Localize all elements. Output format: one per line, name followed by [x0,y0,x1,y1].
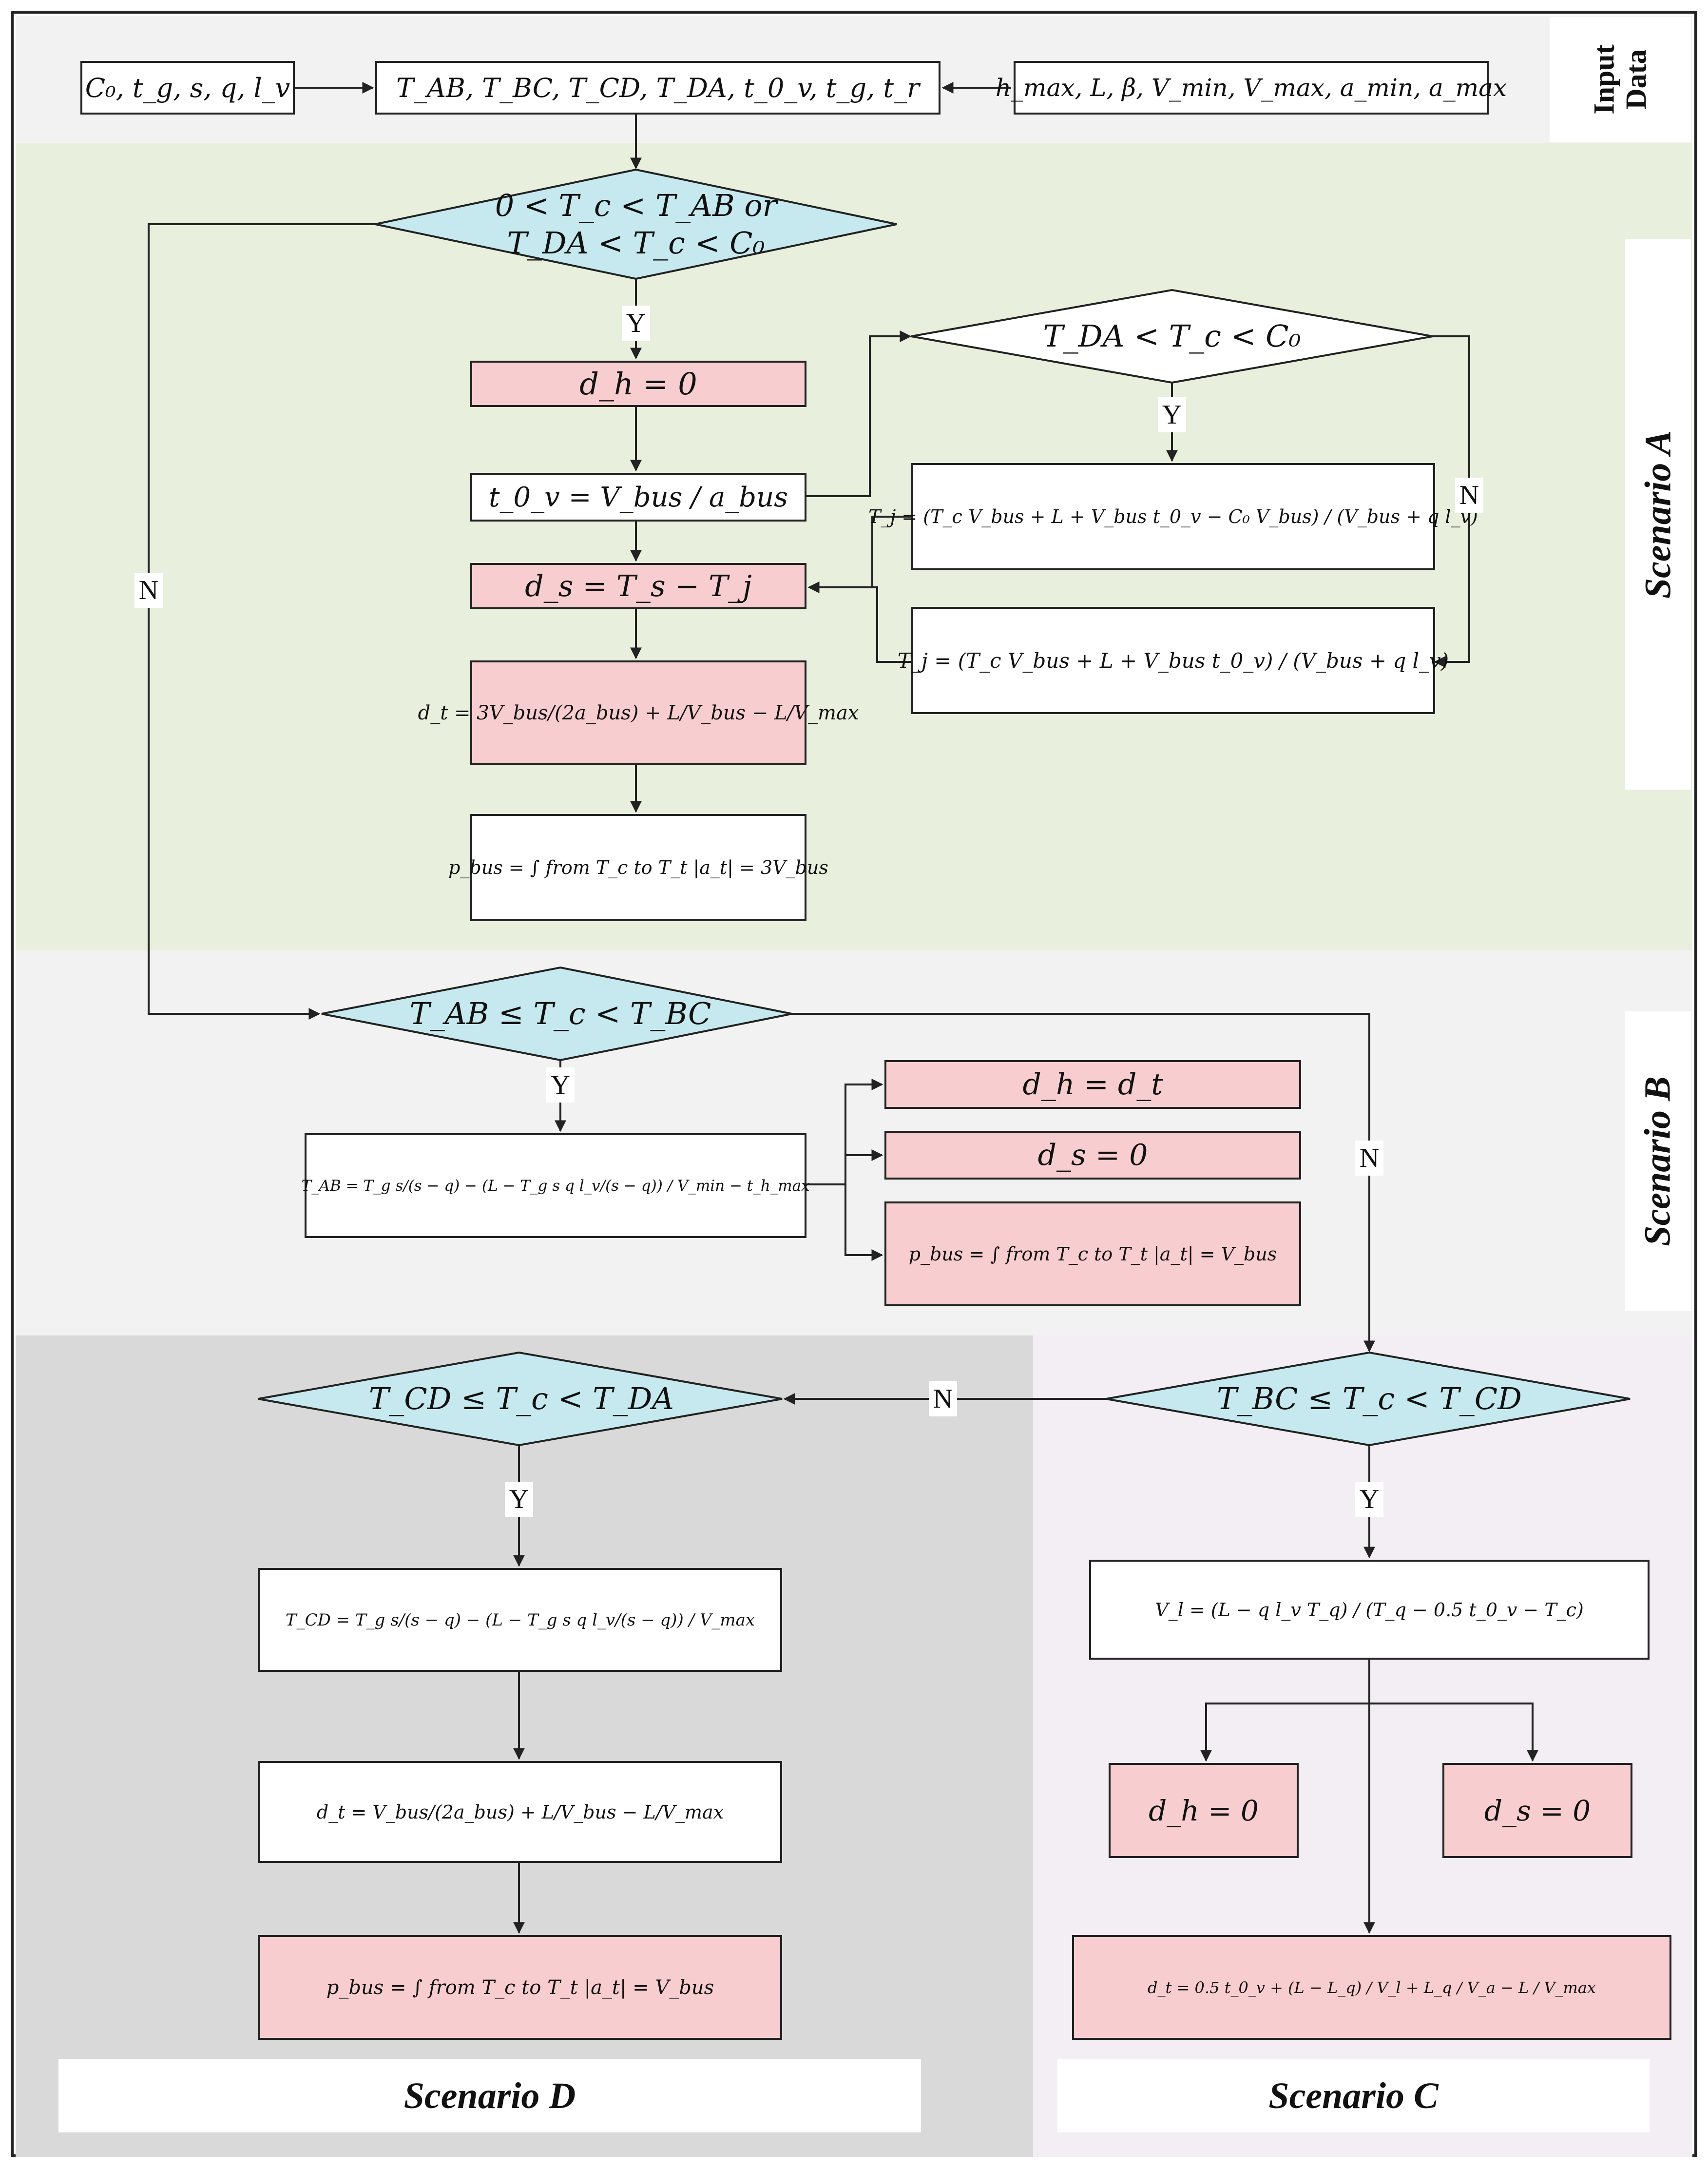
edge-label-text: N [933,1384,953,1414]
scenario-c-dt-text: d_t = 0.5 t_0_v + (L − L_q) / V_l + L_q … [1148,1978,1596,1997]
scenario-a-dt-box: d_t = 3V_bus/(2a_bus) + L/V_bus − L/V_ma… [418,660,859,765]
scenario-a-pbus-box: p_bus = ∫ from T_c to T_t |a_t| = 3V_bus [448,814,828,921]
edge-label-text: Y [1162,400,1182,430]
decision-a-sub-label: T_DA < T_c < C₀ [1043,318,1301,354]
input-box-center: T_AB, T_BC, T_CD, T_DA, t_0_v, t_g, t_r [375,61,940,115]
scenario-b-title-text: Scenario B [1637,1076,1679,1246]
scenario-d-dt-box: d_t = V_bus/(2a_bus) + L/V_bus − L/V_max [258,1761,782,1863]
scenario-a-ds-text: d_s = T_s − T_j [525,569,752,603]
scenario-b-tab-box: T_AB = T_g s/(s − q) − (L − T_g s q l_v/… [301,1133,810,1238]
edge-label-y-a-sub: Y [1158,397,1186,432]
scenario-d-dt-text: d_t = V_bus/(2a_bus) + L/V_bus − L/V_max [316,1801,724,1823]
scenario-b-dh-text: d_h = d_t [1022,1067,1163,1102]
scenario-b-pbus-text: p_bus = ∫ from T_c to T_t |a_t| = V_bus [908,1243,1277,1265]
edge-label-text: N [1459,480,1479,510]
input-data-title-line-2: Data [1620,49,1652,110]
scenario-a-tj-yes-box: T_j = (T_c V_bus + L + V_bus t_0_v − C₀ … [868,463,1478,570]
edge-label-text: Y [550,1070,571,1100]
decision-b-label: T_AB ≤ T_c < T_BC [409,996,711,1032]
scenario-b-tab-text: T_AB = T_g s/(s − q) − (L − T_g s q l_v/… [301,1177,810,1195]
edge-label-n-c: N [929,1381,957,1416]
decision-scenario-d [258,1351,783,1447]
scenario-a-dh-text: d_h = 0 [579,366,697,402]
edge-label-text: Y [1359,1484,1380,1514]
decision-scenario-c [1106,1351,1631,1447]
scenario-a-tj-no-text: T_j = (T_c V_bus + L + V_bus t_0_v) / (V… [897,648,1449,673]
scenario-b-title: Scenario B [1625,1011,1691,1311]
input-data-title-line-1: Input [1588,44,1620,115]
scenario-a-dh-box: d_h = 0 [470,361,806,407]
edge-label-text: N [1359,1143,1380,1173]
scenario-c-dh-box: d_h = 0 [1109,1763,1299,1858]
input-box-right: h_max, L, β, V_min, V_max, a_min, a_max [996,61,1507,115]
decision-c-label: T_BC ≤ T_c < T_CD [1217,1381,1522,1417]
input-box-left: C₀, t_g, s, q, l_v [80,61,295,115]
edge-label-y-b: Y [546,1067,575,1103]
decision-d-label: T_CD ≤ T_c < T_DA [368,1381,674,1417]
scenario-c-vl-box: V_l = (L − q l_v T_q) / (T_q − 0.5 t_0_v… [1089,1560,1650,1660]
decision-a-line-2: T_DA < T_c < C₀ [507,225,765,261]
edge-label-y-d: Y [505,1482,533,1517]
scenario-c-title-text: Scenario C [1268,2075,1439,2116]
scenario-c-dh-text: d_h = 0 [1149,1794,1259,1827]
decision-scenario-d-text: T_CD ≤ T_c < T_DA [341,1372,702,1426]
edge-label-text: Y [626,308,646,338]
scenario-c-dt-box: d_t = 0.5 t_0_v + (L − L_q) / V_l + L_q … [1072,1935,1671,2040]
scenario-a-tj-no-box: T_j = (T_c V_bus + L + V_bus t_0_v) / (V… [898,607,1449,714]
scenario-b-pbus-box: p_bus = ∫ from T_c to T_t |a_t| = V_bus [884,1201,1301,1306]
edge-label-n-b: N [1355,1141,1383,1176]
scenario-a-tj-yes-text: T_j = (T_c V_bus + L + V_bus t_0_v − C₀ … [868,506,1478,527]
input-left-text: C₀, t_g, s, q, l_v [85,72,290,103]
scenario-c-vl-text: V_l = (L − q l_v T_q) / (T_q − 0.5 t_0_v… [1155,1599,1584,1621]
edge-label-text: N [138,575,159,605]
scenario-b-ds-text: d_s = 0 [1037,1138,1148,1172]
decision-scenario-a-sub-text: T_DA < T_c < C₀ [989,307,1355,366]
decision-a-line-1: 0 < T_c < T_AB or [495,187,777,223]
edge-label-y-a-main: Y [622,306,650,341]
scenario-a-pbus-text: p_bus = ∫ from T_c to T_t |a_t| = 3V_bus [448,857,828,878]
scenario-c-ds-text: d_s = 0 [1484,1794,1591,1827]
scenario-d-pbus-text: p_bus = ∫ from T_c to T_t |a_t| = V_bus [326,1976,714,1999]
scenario-b-dh-box: d_h = d_t [884,1060,1301,1109]
scenario-a-dt-text: d_t = 3V_bus/(2a_bus) + L/V_bus − L/V_ma… [418,701,859,724]
scenario-a-title-text: Scenario A [1637,430,1678,599]
scenario-d-title: Scenario D [58,2059,921,2132]
scenario-a-ds-box: d_s = T_s − T_j [470,563,806,609]
decision-scenario-b-text: T_AB ≤ T_c < T_BC [390,987,731,1041]
input-data-title: Input Data [1550,17,1691,142]
edge-label-n-a-main: N [134,573,163,608]
decision-scenario-a-main-text: 0 < T_c < T_AB or T_DA < T_c < C₀ [434,185,838,263]
scenario-c-ds-box: d_s = 0 [1442,1763,1632,1858]
scenario-d-pbus-box: p_bus = ∫ from T_c to T_t |a_t| = V_bus [258,1935,782,2040]
input-right-text: h_max, L, β, V_min, V_max, a_min, a_max [995,74,1507,102]
scenario-a-t0v-text: t_0_v = V_bus / a_bus [489,481,788,513]
scenario-a-t0v-box: t_0_v = V_bus / a_bus [470,473,806,522]
scenario-d-tcd-text: T_CD = T_g s/(s − q) − (L − T_g s q l_v/… [285,1610,755,1630]
scenario-d-title-text: Scenario D [403,2075,576,2116]
scenario-b-ds-box: d_s = 0 [884,1131,1301,1180]
edge-label-n-a-sub: N [1455,478,1483,513]
edge-label-text: Y [509,1484,529,1514]
decision-scenario-c-text: T_BC ≤ T_c < T_CD [1189,1372,1550,1426]
edge-label-y-c: Y [1355,1482,1383,1517]
scenario-c-title: Scenario C [1057,2059,1650,2132]
input-center-text: T_AB, T_BC, T_CD, T_DA, t_0_v, t_g, t_r [396,72,920,103]
scenario-a-title: Scenario A [1625,239,1691,790]
scenario-d-tcd-box: T_CD = T_g s/(s − q) − (L − T_g s q l_v/… [258,1568,782,1672]
decision-scenario-a-main [375,168,897,280]
